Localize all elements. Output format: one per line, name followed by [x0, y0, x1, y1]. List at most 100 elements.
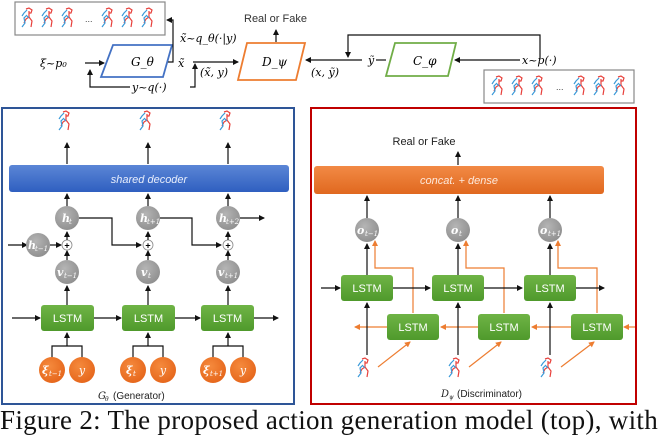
svg-text:t+1: t+1 — [225, 272, 238, 280]
classifier-label: C_φ — [413, 54, 437, 68]
svg-text:t: t — [133, 370, 136, 378]
predicted-label: ỹ — [367, 54, 375, 67]
real-input-label: x~p(·) — [522, 54, 557, 67]
top-flow: ... ξ~p₀ G_θ x̃~q_θ(·|y) x̃ y~q(·) (x̃, … — [14, 1, 635, 104]
svg-text:h: h — [219, 212, 227, 225]
generator-panel: shared decoder h t h t+1 h t+2 h t−1 — [1, 107, 295, 405]
svg-text:v: v — [218, 266, 225, 279]
discriminator-panel-title: D ψ (Discriminator) — [440, 389, 522, 401]
svg-text:ψ: ψ — [449, 394, 454, 401]
svg-text:LSTM: LSTM — [489, 322, 518, 334]
svg-text:LSTM: LSTM — [134, 313, 163, 325]
svg-text:ξ: ξ — [42, 364, 49, 377]
noise-input-label: ξ~p₀ — [40, 57, 67, 70]
top-output-label: Real or Fake — [244, 13, 307, 25]
forward-lstm-cell: LSTM — [341, 275, 393, 301]
sum-node: + — [61, 239, 73, 251]
svg-text:LSTM: LSTM — [535, 283, 564, 295]
generator-block: G_θ — [99, 44, 174, 78]
svg-text:o: o — [357, 224, 364, 237]
forward-lstm-cell: LSTM — [432, 275, 484, 301]
real-pair-label: (x, ỹ) — [311, 66, 339, 79]
generated-sample-label: x̃~q_θ(·|y) — [180, 32, 237, 46]
svg-text:h: h — [62, 212, 70, 225]
output-node: o t — [446, 218, 470, 242]
svg-text:ξ: ξ — [126, 364, 133, 377]
svg-text:t+2: t+2 — [226, 218, 240, 226]
label-node: y — [150, 357, 176, 383]
svg-text:o: o — [540, 224, 547, 237]
noise-node: ξ t+1 — [200, 357, 226, 383]
v-node: v t — [136, 260, 160, 284]
svg-text:h: h — [28, 239, 36, 252]
figure-caption: Figure 2: The proposed action generation… — [0, 405, 658, 435]
svg-text:LSTM: LSTM — [582, 322, 611, 334]
svg-text:(Discriminator): (Discriminator) — [457, 389, 522, 400]
hidden-node: h t — [55, 206, 79, 230]
generated-sequence-box: ... — [14, 1, 166, 36]
svg-text:LSTM: LSTM — [398, 322, 427, 334]
svg-text:+: + — [145, 241, 150, 251]
noise-node: ξ t — [120, 357, 146, 383]
hidden-node: h t+2 — [216, 206, 240, 230]
hidden-node: h t+1 — [136, 206, 160, 230]
noise-node: ξ t−1 — [39, 357, 65, 383]
lstm-cell: LSTM — [41, 305, 94, 331]
lstm-cell: LSTM — [122, 305, 175, 331]
backward-lstm-cell: LSTM — [571, 314, 623, 340]
svg-text:LSTM: LSTM — [213, 313, 242, 325]
svg-text:t+1: t+1 — [548, 230, 561, 238]
svg-text:+: + — [225, 241, 230, 251]
real-sequence-box: ... — [483, 69, 635, 104]
discriminator-output-label: Real or Fake — [393, 136, 456, 148]
svg-text:+: + — [64, 241, 69, 251]
generator-label: G_θ — [131, 55, 155, 69]
svg-text:y: y — [239, 364, 247, 377]
label-node: y — [69, 357, 95, 383]
discriminator-panel: Real or Fake concat. + dense o t−1 o t o… — [310, 107, 637, 405]
svg-text:v: v — [57, 266, 64, 279]
svg-text:t−1: t−1 — [35, 245, 48, 253]
shared-decoder-label: shared decoder — [111, 174, 189, 186]
svg-text:t−1: t−1 — [365, 230, 378, 238]
output-node: o t+1 — [538, 218, 562, 242]
svg-text:t−1: t−1 — [49, 370, 62, 378]
concat-dense-label: concat. + dense — [420, 175, 498, 187]
backward-lstm-cell: LSTM — [478, 314, 530, 340]
svg-text:θ: θ — [105, 396, 109, 403]
backward-lstm-cell: LSTM — [387, 314, 439, 340]
fake-pair-label: (x̃, y) — [200, 66, 228, 79]
svg-text:v: v — [141, 266, 148, 279]
svg-text:ξ: ξ — [203, 364, 210, 377]
svg-text:LSTM: LSTM — [443, 283, 472, 295]
svg-text:G: G — [98, 391, 106, 402]
label-node: y — [230, 357, 256, 383]
v-node: v t+1 — [216, 260, 240, 284]
generated-x-label: x̃ — [178, 57, 185, 70]
svg-text:LSTM: LSTM — [352, 283, 381, 295]
svg-text:t−1: t−1 — [64, 272, 77, 280]
svg-text:t: t — [69, 218, 72, 226]
shared-decoder-block — [9, 165, 289, 192]
output-node: o t−1 — [355, 218, 379, 242]
concat-dense-block — [314, 166, 604, 194]
svg-text:t: t — [459, 230, 462, 238]
ellipsis: ... — [85, 14, 93, 24]
prev-hidden-node: h t−1 — [26, 233, 50, 257]
svg-text:h: h — [140, 212, 148, 225]
svg-text:t+1: t+1 — [147, 218, 160, 226]
generator-panel-title: G θ (Generator) — [98, 391, 165, 403]
svg-text:y: y — [159, 364, 167, 377]
label-sample: y~q(·) — [131, 81, 167, 94]
forward-lstm-cell: LSTM — [524, 275, 576, 301]
discriminator-label: D_ψ — [261, 55, 288, 69]
model-diagram: ... ξ~p₀ G_θ x̃~q_θ(·|y) x̃ y~q(·) (x̃, … — [1, 1, 637, 405]
classifier-block: C_φ — [384, 42, 458, 77]
svg-text:y: y — [78, 364, 86, 377]
svg-text:t+1: t+1 — [210, 370, 223, 378]
svg-text:(Generator): (Generator) — [113, 391, 165, 402]
v-node: v t−1 — [55, 260, 79, 284]
discriminator-block: D_ψ — [236, 42, 307, 81]
ellipsis: ... — [556, 82, 564, 92]
sum-node: + — [142, 239, 154, 251]
